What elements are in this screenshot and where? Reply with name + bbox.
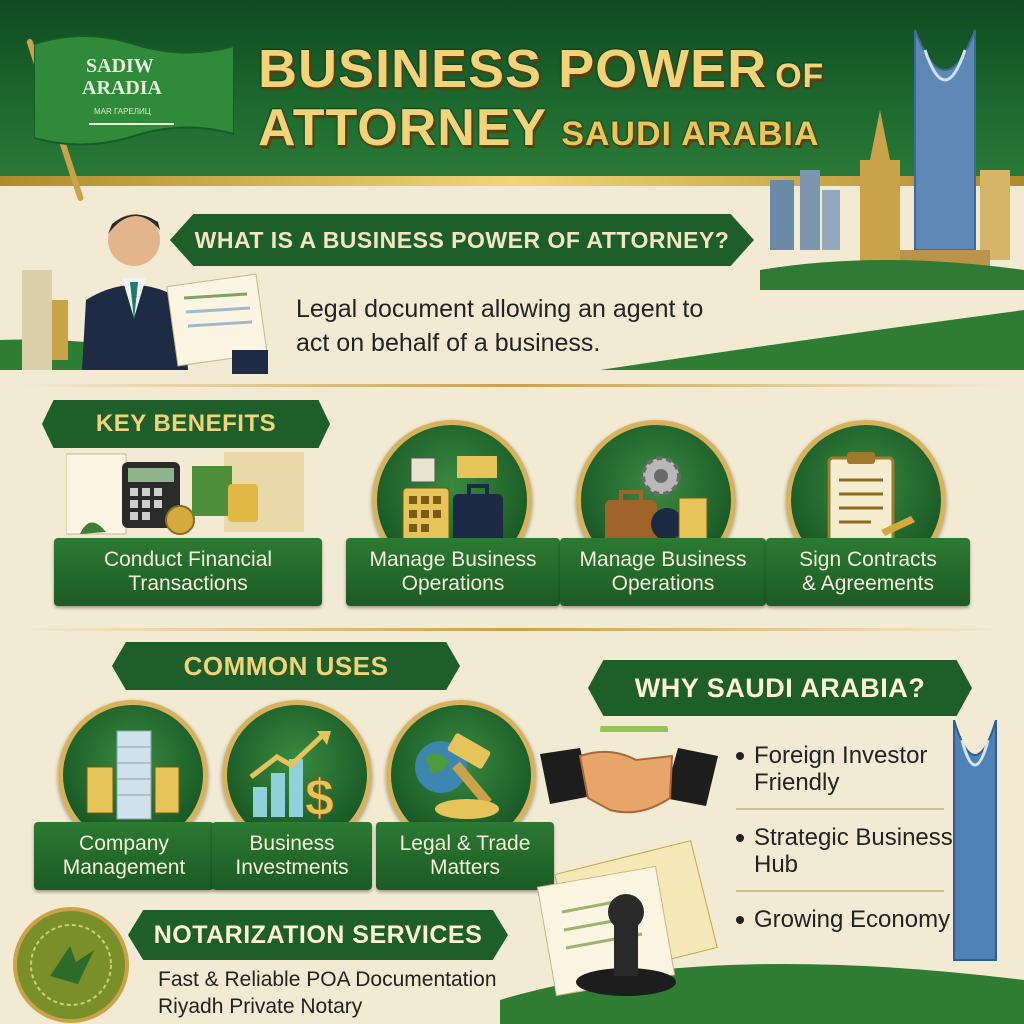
use-label-3: Legal & Trade Matters <box>376 822 554 890</box>
flag-text-3: MAR ГАРЕЛИЦ <box>94 107 151 116</box>
bullet-icon <box>736 752 744 760</box>
title-of: OF <box>775 57 825 95</box>
why-item-2: Strategic Business Hub <box>736 824 953 878</box>
kingdom-tower-icon <box>953 720 997 961</box>
title-country: SAUDI ARABIA <box>561 115 820 153</box>
growth-chart-icon: $ <box>249 731 335 823</box>
gavel-globe-icon <box>415 733 499 819</box>
clipboard-pen-icon <box>827 452 915 544</box>
why-divider <box>736 890 944 892</box>
calculator-money-icon <box>66 452 304 535</box>
title-main-1: BUSINESS POWER <box>258 39 768 99</box>
gear-briefcase-icon <box>605 456 708 545</box>
notary-line-1: Fast & Reliable POA Documentation <box>158 968 497 991</box>
bullet-icon <box>736 834 744 842</box>
office-building-icon <box>86 730 180 820</box>
key-benefits-heading: KEY BENEFITS <box>42 400 330 448</box>
benefit-label-3: Manage Business Operations <box>560 538 766 606</box>
saudi-flag-icon: SADIW ARADIA MAR ГАРЕЛИЦ <box>34 35 234 146</box>
why-item-3: Growing Economy <box>736 906 950 933</box>
common-uses-heading: COMMON USES <box>112 642 460 690</box>
benefit-label-1: Conduct Financial Transactions <box>54 538 322 606</box>
briefcase-calculator-icon <box>402 456 503 545</box>
businessman-signing-icon <box>22 214 268 374</box>
what-is-description: Legal document allowing an agent to act … <box>296 295 704 357</box>
why-divider <box>736 808 944 810</box>
use-label-1: Company Management <box>34 822 214 890</box>
riyadh-skyline-icon <box>760 29 1024 290</box>
notary-stamp-icon <box>536 840 718 997</box>
svg-text:$: $ <box>305 769 334 823</box>
why-item-1-text: Foreign Investor Friendly <box>754 742 928 796</box>
handshake-icon <box>540 726 718 814</box>
use-label-2: Business Investments <box>212 822 372 890</box>
page-title-line2: ATTORNEY SAUDI ARABIA <box>258 98 819 158</box>
notary-line-2: Riyadh Private Notary <box>158 995 363 1018</box>
why-item-2-text: Strategic Business Hub <box>754 824 953 878</box>
section-divider <box>20 628 1004 631</box>
header-divider <box>0 176 1024 186</box>
why-saudi-heading: WHY SAUDI ARABIA? <box>588 660 972 716</box>
title-main-2: ATTORNEY <box>258 99 548 157</box>
benefit-label-4: Sign Contracts & Agreements <box>766 538 970 606</box>
flag-text-1: SADIW <box>86 55 154 77</box>
why-item-3-text: Growing Economy <box>754 906 951 933</box>
notary-subtext: Fast & Reliable POA Documentation Riyadh… <box>158 966 497 1020</box>
bullet-icon <box>736 916 744 924</box>
what-is-heading: WHAT IS A BUSINESS POWER OF ATTORNEY? <box>170 214 754 266</box>
seal-icon <box>13 907 129 1023</box>
benefit-label-2: Manage Business Operations <box>346 538 560 606</box>
section-divider <box>20 384 1004 387</box>
flag-text-2: ARADIA <box>82 77 163 99</box>
notarization-heading: NOTARIZATION SERVICES <box>128 910 508 960</box>
why-item-1: Foreign Investor Friendly <box>736 742 927 796</box>
